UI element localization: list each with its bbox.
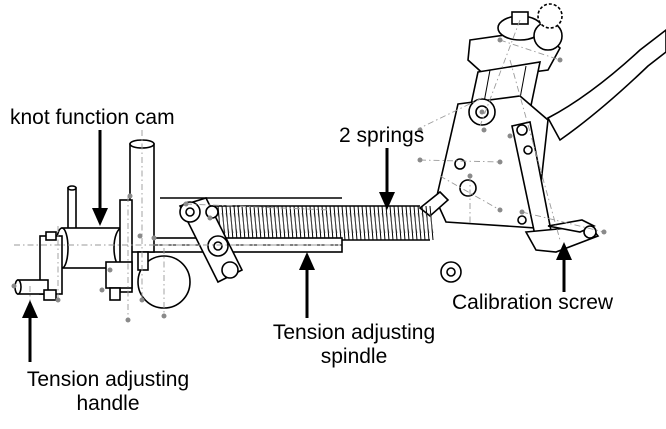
arrowhead-spindle [299,252,315,270]
label-knot-function-cam: knot function cam [10,106,175,129]
handle-label-line1: Tension adjusting [26,368,190,391]
label-tension-adjusting-spindle: Tension adjusting spindle [240,321,468,369]
spindle-label-line2: spindle [320,345,388,368]
arrowhead-springs [379,192,395,210]
construction-lines [11,3,607,323]
arrowhead-calibration [556,242,572,260]
label-springs: 2 springs [339,124,425,147]
arm-assembly [418,11,666,283]
arrowhead-knot-cam [92,208,108,226]
cam-assembly [14,139,191,309]
springs [210,205,434,241]
spindle-label-line1: Tension adjusting [272,321,436,344]
arrowhead-handle [22,300,38,318]
label-calibration-screw: Calibration screw [452,291,614,314]
label-tension-adjusting-handle: Tension adjusting handle [0,368,216,416]
leader-arrows [22,130,572,362]
handle-label-line2: handle [76,392,140,415]
anchor-bracket [178,197,244,284]
